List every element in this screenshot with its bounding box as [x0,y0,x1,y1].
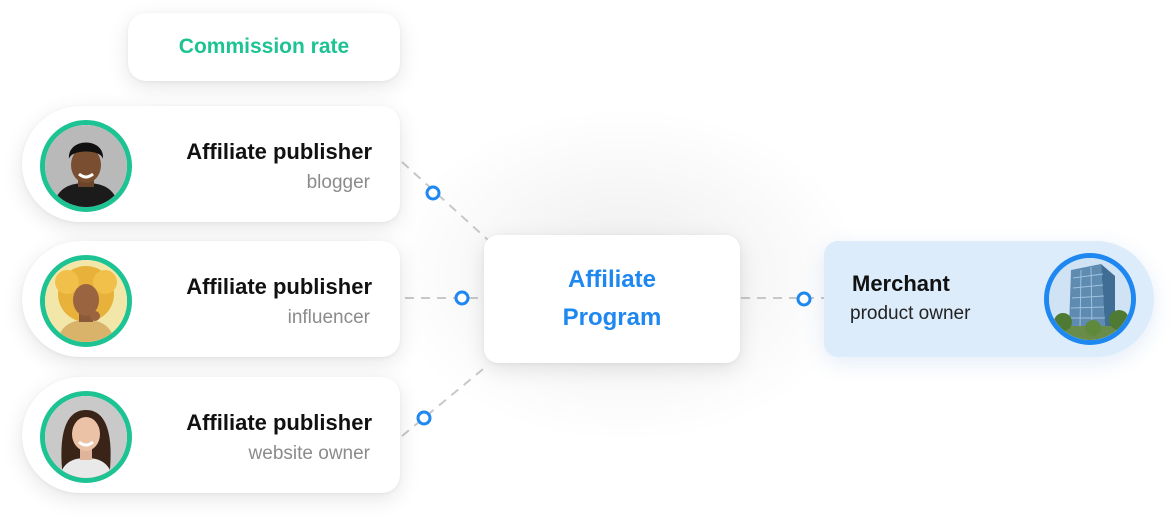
commission-rate-card: Commission rate [128,13,400,81]
publisher-subtitle: influencer [287,307,370,328]
merchant-subtitle: product owner [850,303,971,324]
publisher-subtitle: blogger [306,172,370,193]
affiliate-program-card: Affiliate Program [484,235,740,363]
person-avatar-icon [40,120,132,212]
building-icon [1044,253,1136,345]
connector-node-merchant [796,291,812,307]
commission-rate-label: Commission rate [178,35,350,58]
connector-node-blogger [425,185,441,201]
publisher-subtitle: website owner [248,443,370,464]
program-title-line1: Affiliate [567,266,656,293]
publisher-title: Affiliate publisher [186,274,372,299]
person-avatar-icon [40,255,132,347]
connector-node-website-owner [416,410,432,426]
publisher-title: Affiliate publisher [186,410,372,435]
person-avatar-icon [40,391,132,483]
publisher-card-blogger: Affiliate publisher blogger [22,106,400,222]
publisher-card-influencer: Affiliate publisher influencer [22,241,400,357]
merchant-title: Merchant [852,271,950,296]
connector-node-influencer [454,290,470,306]
publisher-card-website-owner: Affiliate publisher website owner [22,377,400,493]
program-title-line2: Program [562,304,662,331]
publisher-title: Affiliate publisher [186,139,372,164]
merchant-card: Merchant product owner [824,241,1154,357]
connector-website-owner [401,364,489,437]
connector-blogger [401,161,489,241]
